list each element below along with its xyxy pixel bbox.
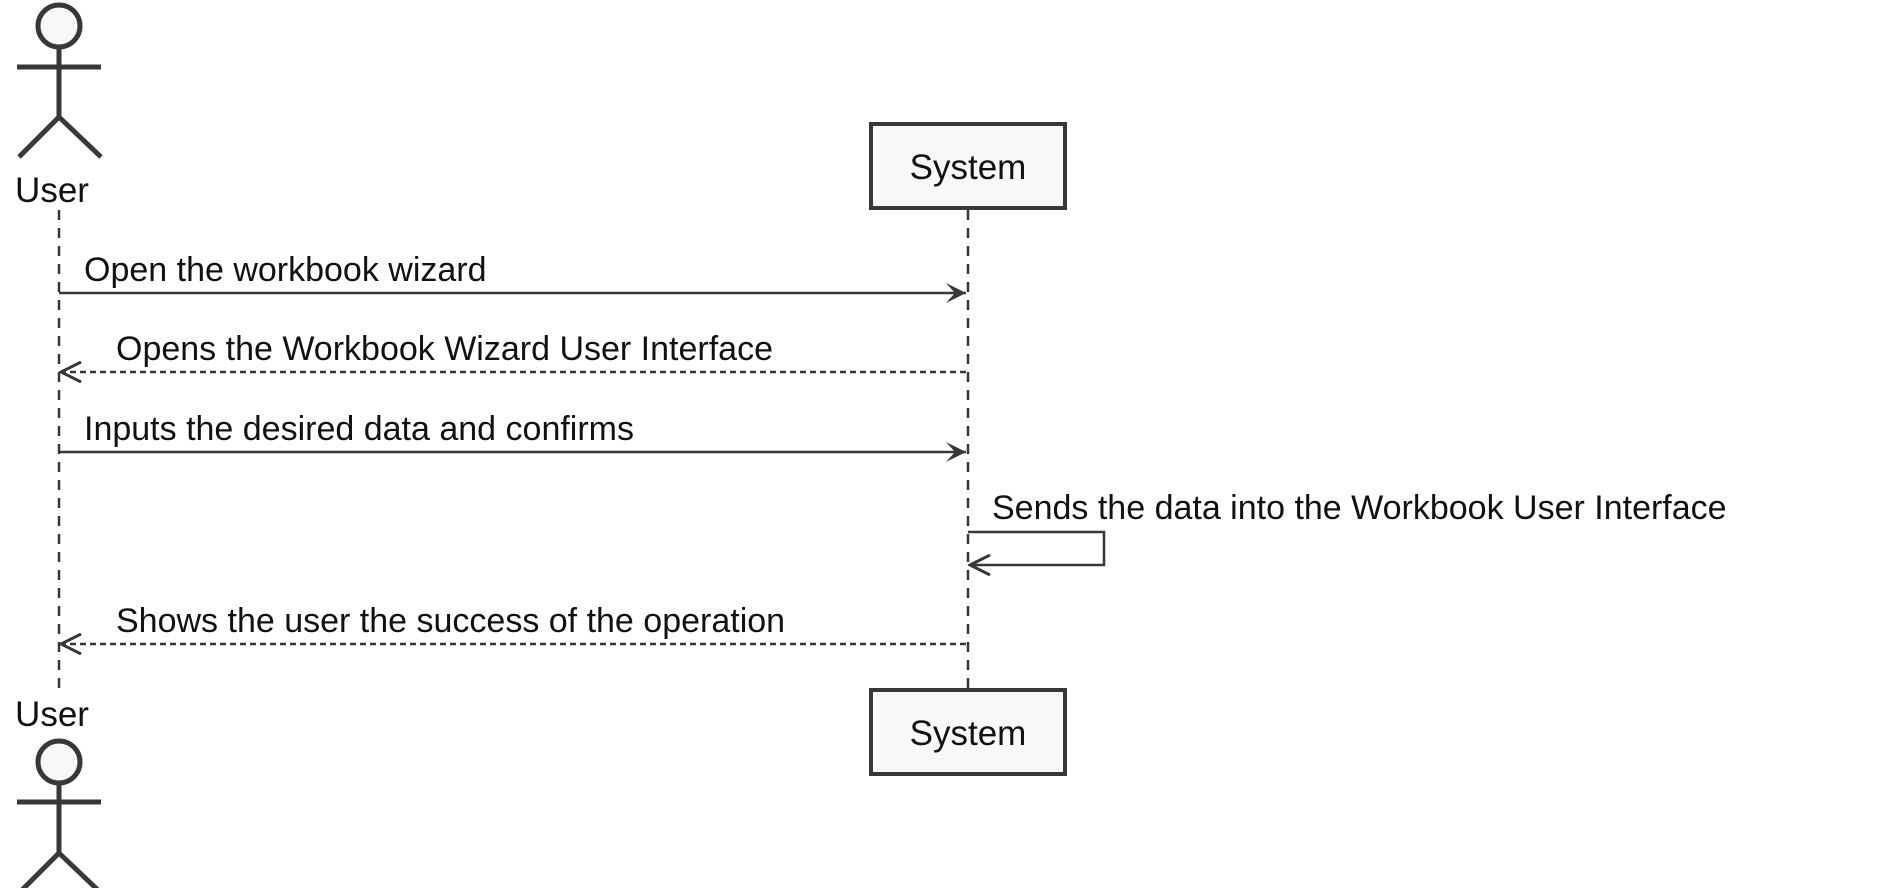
system-box-top bbox=[869, 122, 1067, 210]
actor-icon bbox=[35, 738, 83, 786]
message-label: Opens the Workbook Wizard User Interface bbox=[116, 330, 773, 368]
message-label: Open the workbook wizard bbox=[84, 251, 487, 289]
message-label: Sends the data into the Workbook User In… bbox=[992, 489, 1727, 527]
self-message-arrow bbox=[968, 530, 1106, 565]
system-label-top: System bbox=[910, 148, 1027, 187]
actor-icon bbox=[35, 2, 83, 50]
message-label: Shows the user the success of the operat… bbox=[116, 602, 785, 640]
system-label-bottom: System bbox=[910, 714, 1027, 753]
message-label: Inputs the desired data and confirms bbox=[84, 410, 634, 448]
user-label-bottom: User bbox=[15, 695, 89, 734]
user-actor-top bbox=[17, 2, 103, 159]
user-actor-bottom bbox=[17, 738, 101, 888]
user-label-top: User bbox=[15, 171, 89, 210]
system-box-bottom bbox=[869, 688, 1067, 776]
